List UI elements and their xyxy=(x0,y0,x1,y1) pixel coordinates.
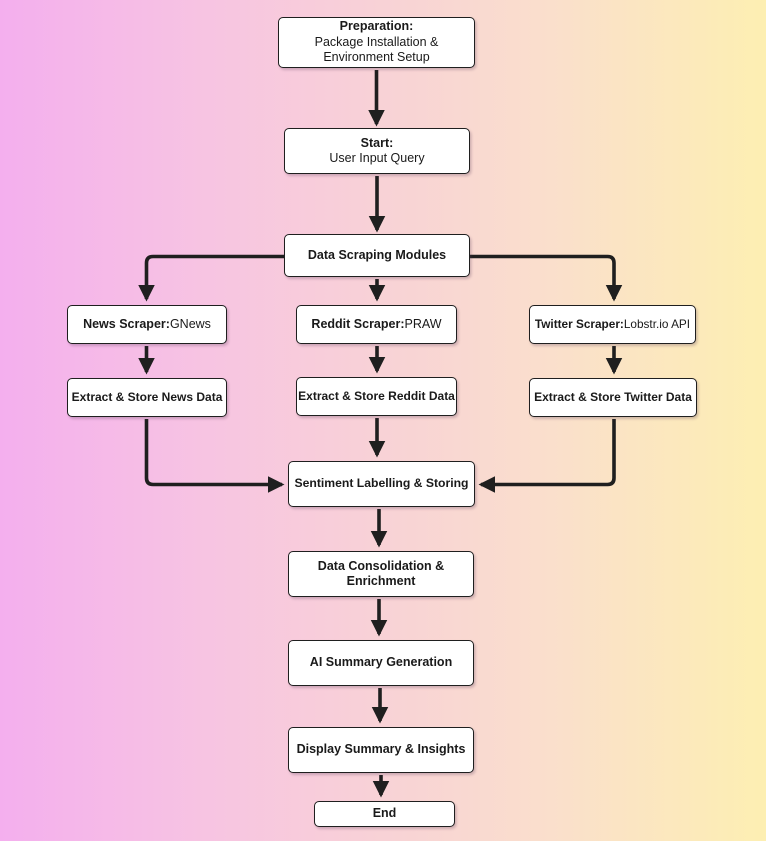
node-twitter-scraper-label-bold: Twitter Scraper: xyxy=(534,317,624,332)
node-ai-summary-generation-label: AI Summary Generation xyxy=(309,655,453,670)
node-preparation-subtitle: Package Installation & Environment Setup xyxy=(314,34,439,65)
node-reddit-scraper: Reddit Scraper: PRAW xyxy=(296,305,457,344)
node-start-title: Start: xyxy=(360,135,394,150)
node-extract-store-reddit-data: Extract & Store Reddit Data xyxy=(296,377,457,416)
node-start-subtitle: User Input Query xyxy=(329,151,425,165)
node-end: End xyxy=(314,801,455,827)
node-extract-store-twitter-data-label: Extract & Store Twitter Data xyxy=(534,390,692,405)
arrow-extract-twitter-to-sentiment xyxy=(478,419,616,493)
node-news-scraper-label-bold: News Scraper: xyxy=(83,316,170,331)
node-extract-store-news-data-label: Extract & Store News Data xyxy=(71,390,223,405)
node-twitter-scraper: Twitter Scraper: Lobstr.io API xyxy=(529,305,696,344)
node-extract-store-news-data: Extract & Store News Data xyxy=(67,378,227,417)
node-data-scraping-modules: Data Scraping Modules xyxy=(284,234,470,277)
node-sentiment-labelling-storing: Sentiment Labelling & Storing xyxy=(288,461,475,507)
arrow-scraping-to-news xyxy=(138,254,284,302)
node-preparation: Preparation: Package Installation & Envi… xyxy=(278,17,475,68)
node-twitter-scraper-label-rest: Lobstr.io API xyxy=(623,317,691,332)
node-data-consolidation-enrichment: Data Consolidation & Enrichment xyxy=(288,551,474,597)
node-display-summary-insights: Display Summary & Insights xyxy=(288,727,474,773)
node-end-label: End xyxy=(372,806,397,821)
node-preparation-title: Preparation: xyxy=(339,19,414,34)
node-reddit-scraper-label-rest: PRAW xyxy=(404,316,442,331)
node-extract-store-twitter-data: Extract & Store Twitter Data xyxy=(529,378,697,417)
node-news-scraper-label-rest: GNews xyxy=(169,316,211,331)
node-start: Start: User Input Query xyxy=(284,128,470,174)
arrow-scraping-to-twitter xyxy=(470,254,623,302)
node-extract-store-reddit-data-label: Extract & Store Reddit Data xyxy=(298,389,455,404)
node-data-scraping-modules-label: Data Scraping Modules xyxy=(307,247,447,262)
arrow-extract-news-to-sentiment xyxy=(144,419,285,493)
node-data-consolidation-enrichment-label: Data Consolidation & Enrichment xyxy=(317,558,445,589)
node-news-scraper: News Scraper: GNews xyxy=(67,305,227,344)
node-display-summary-insights-label: Display Summary & Insights xyxy=(296,742,466,757)
node-reddit-scraper-label-bold: Reddit Scraper: xyxy=(311,316,405,331)
node-ai-summary-generation: AI Summary Generation xyxy=(288,640,474,686)
node-sentiment-labelling-storing-label: Sentiment Labelling & Storing xyxy=(294,476,469,491)
